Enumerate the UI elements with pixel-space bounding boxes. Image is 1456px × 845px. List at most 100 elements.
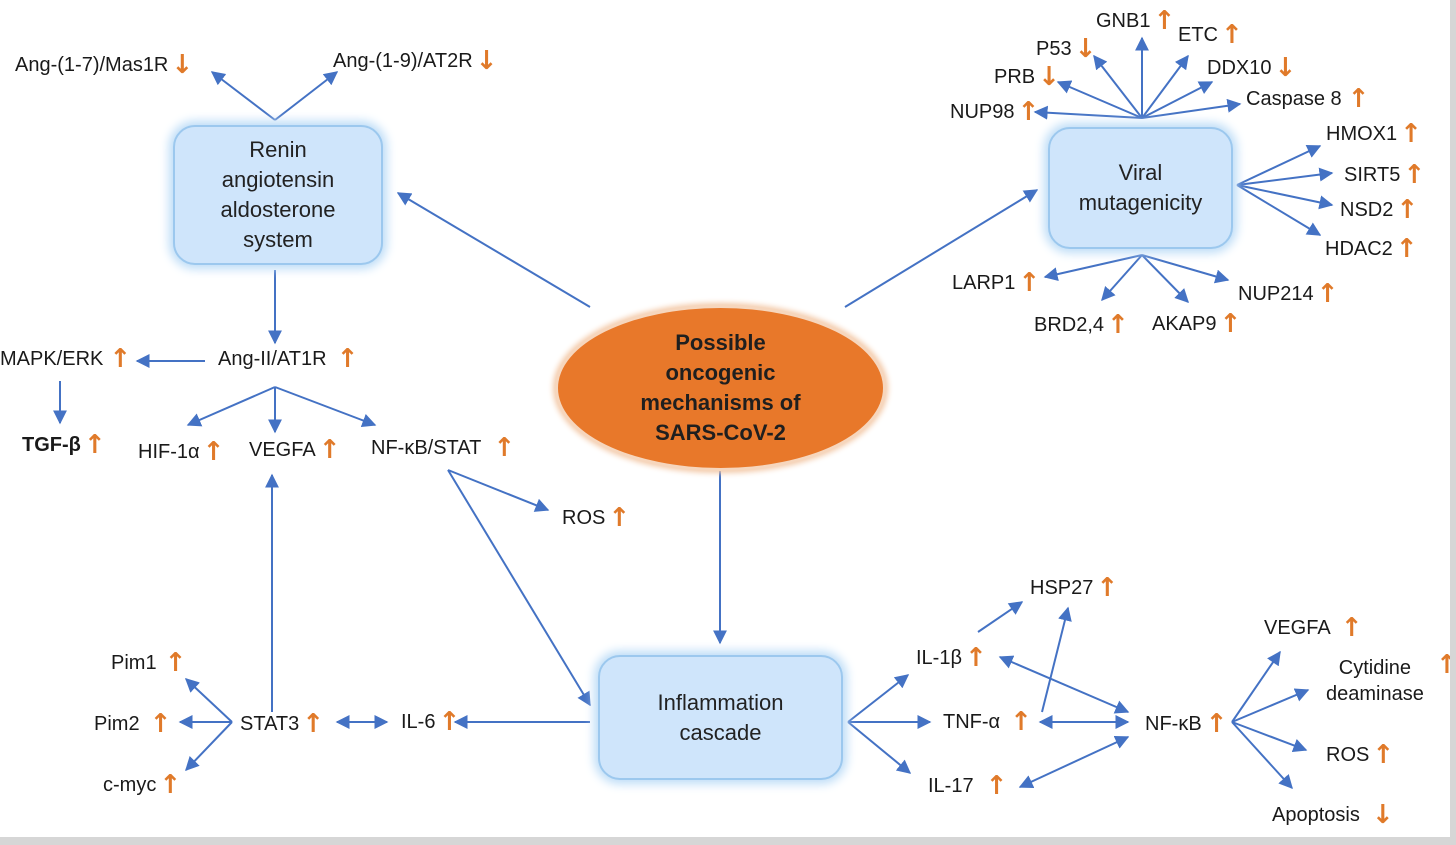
label-ros-left: ROS↑ bbox=[562, 503, 630, 533]
edge-nfkb-cytidine bbox=[1231, 688, 1310, 723]
label-caspase8-text: Caspase 8 bbox=[1246, 87, 1342, 110]
edge-angii-hif bbox=[186, 386, 276, 427]
label-nfkb-right-text: NF-κB bbox=[1145, 712, 1202, 735]
up-arrow-icon: ↑ bbox=[1395, 234, 1418, 264]
up-arrow-icon: ↑ bbox=[985, 771, 1008, 801]
label-vegfa-left: VEGFA↑ bbox=[249, 435, 341, 465]
label-mapk: MAPK/ERK↑ bbox=[0, 344, 131, 374]
center-line3: mechanisms of bbox=[640, 390, 801, 415]
label-cmyc: c-myc↑ bbox=[103, 770, 181, 800]
up-arrow-icon: ↑ bbox=[109, 344, 132, 374]
up-arrow-icon: ↑ bbox=[1400, 119, 1422, 149]
center-oval: Possible oncogenic mechanisms of SARS-Co… bbox=[555, 305, 886, 471]
box-raas-line4: system bbox=[243, 227, 313, 252]
label-prb-text: PRB bbox=[994, 65, 1036, 88]
up-arrow-icon: ↑ bbox=[1153, 6, 1176, 36]
edge-raas-ang19 bbox=[274, 71, 339, 121]
label-pim2: Pim2↑ bbox=[94, 709, 171, 739]
label-hmox1-text: HMOX1 bbox=[1326, 122, 1398, 145]
label-apoptosis-text: Apoptosis bbox=[1272, 803, 1360, 826]
label-cytidine-line1: Cytidine bbox=[1338, 657, 1412, 679]
up-arrow-icon: ↑ bbox=[438, 707, 461, 737]
down-arrow-icon: ↓ bbox=[475, 46, 498, 76]
edge-stat3-pim1 bbox=[184, 678, 233, 723]
edge-il17-nfkb bbox=[1018, 735, 1130, 789]
up-arrow-icon: ↑ bbox=[202, 437, 225, 467]
box-raas-line3: aldosterone bbox=[220, 197, 336, 222]
label-il1b-text: IL-1β bbox=[916, 646, 962, 669]
label-gnb1: GNB1↑ bbox=[1096, 6, 1175, 36]
edge-viral-sirt5 bbox=[1236, 167, 1334, 186]
up-arrow-icon: ↑ bbox=[1219, 309, 1242, 339]
edge-nfkb-ros bbox=[1231, 721, 1308, 753]
label-ros-right-text: ROS bbox=[1326, 743, 1370, 766]
up-arrow-icon: ↑ bbox=[83, 430, 106, 460]
up-arrow-icon: ↑ bbox=[1205, 709, 1228, 739]
label-il6-text: IL-6 bbox=[401, 710, 436, 733]
label-ddx10: DDX10↓ bbox=[1207, 53, 1296, 83]
edge-viral-hmox1 bbox=[1236, 145, 1322, 186]
edge-nfkbstat-inflammation bbox=[447, 469, 591, 707]
label-etc-text: ETC bbox=[1178, 23, 1218, 46]
up-arrow-icon: ↑ bbox=[1372, 740, 1395, 770]
up-arrow-icon: ↑ bbox=[1010, 707, 1032, 737]
up-arrow-icon: ↑ bbox=[1396, 195, 1419, 225]
label-ros-right: ROS↑ bbox=[1326, 740, 1394, 770]
edge-inflammation-il1b bbox=[847, 674, 910, 723]
label-stat3-text: STAT3 bbox=[240, 712, 300, 735]
label-nfkb-stat-text: NF-κB/STAT bbox=[371, 436, 482, 459]
box-inflammation-line1: Inflammation bbox=[657, 689, 784, 715]
edge-center-raas bbox=[396, 192, 591, 308]
up-arrow-icon: ↑ bbox=[1316, 279, 1339, 309]
label-nfkb-stat: NF-κB/STAT ↑ bbox=[371, 433, 515, 463]
box-viral-line2: mutagenicity bbox=[1078, 190, 1203, 215]
label-akap9-text: AKAP9 bbox=[1152, 312, 1217, 335]
box-viral-line1: Viral bbox=[1118, 160, 1163, 185]
up-arrow-icon: ↑ bbox=[1107, 310, 1129, 340]
box-inflammation-line2: cascade bbox=[679, 719, 762, 745]
edge-viral-akap9 bbox=[1141, 254, 1189, 304]
label-tgfb: TGF-β↑ bbox=[22, 430, 106, 460]
label-ddx10-text: DDX10 bbox=[1207, 56, 1272, 79]
label-vegfa-left-text: VEGFA bbox=[249, 438, 316, 461]
label-brd-text: BRD2,4 bbox=[1034, 313, 1105, 336]
label-ros-left-text: ROS bbox=[562, 506, 606, 529]
label-hsp27: HSP27↑ bbox=[1030, 573, 1118, 603]
label-p53: P53↓ bbox=[1036, 34, 1096, 64]
label-hdac2: HDAC2↑ bbox=[1325, 234, 1418, 264]
label-hmox1: HMOX1↑ bbox=[1326, 119, 1422, 149]
label-sirt5-text: SIRT5 bbox=[1344, 163, 1401, 186]
label-il6: IL-6↑ bbox=[401, 707, 460, 737]
up-arrow-icon: ↑ bbox=[1221, 20, 1243, 50]
label-il17: IL-17 ↑ bbox=[928, 771, 1007, 801]
label-akap9: AKAP9↑ bbox=[1152, 309, 1241, 339]
label-cytidine-line2: deaminase bbox=[1326, 683, 1424, 705]
up-arrow-icon: ↑ bbox=[1017, 97, 1040, 127]
label-ang17: Ang-(1-7)/Mas1R↓ bbox=[15, 50, 193, 80]
label-tnfa: TNF-α↑ bbox=[943, 707, 1032, 737]
frame-edge-bottom bbox=[0, 837, 1456, 845]
up-arrow-icon: ↑ bbox=[493, 433, 516, 463]
up-arrow-icon: ↑ bbox=[1347, 84, 1370, 114]
center-line2: oncogenic bbox=[665, 360, 776, 385]
label-nsd2: NSD2↑ bbox=[1340, 195, 1418, 225]
edge-raas-ang17 bbox=[210, 71, 276, 121]
edge-viral-caspase8 bbox=[1141, 98, 1242, 119]
label-apoptosis: Apoptosis ↓ bbox=[1272, 800, 1394, 830]
label-nup214-text: NUP214 bbox=[1238, 282, 1314, 305]
edge-viral-ddx10 bbox=[1141, 81, 1214, 119]
up-arrow-icon: ↑ bbox=[159, 770, 182, 800]
label-prb: PRB↓ bbox=[994, 62, 1060, 92]
label-cytidine-deaminase: Cytidine deaminase bbox=[1326, 655, 1424, 707]
box-raas: Renin angiotensin aldosterone system bbox=[173, 125, 383, 265]
down-arrow-icon: ↓ bbox=[1371, 800, 1394, 830]
up-arrow-icon: ↑ bbox=[608, 503, 631, 533]
edge-tnfa-hsp27 bbox=[1041, 606, 1072, 713]
up-arrow-icon: ↑ bbox=[336, 344, 359, 374]
label-larp1: LARP1↑ bbox=[952, 268, 1040, 298]
label-nfkb-right: NF-κB↑ bbox=[1145, 709, 1227, 739]
frame-edge-right bbox=[1450, 0, 1456, 845]
edge-viral-prb bbox=[1056, 80, 1143, 119]
label-il17-text: IL-17 bbox=[928, 774, 974, 797]
